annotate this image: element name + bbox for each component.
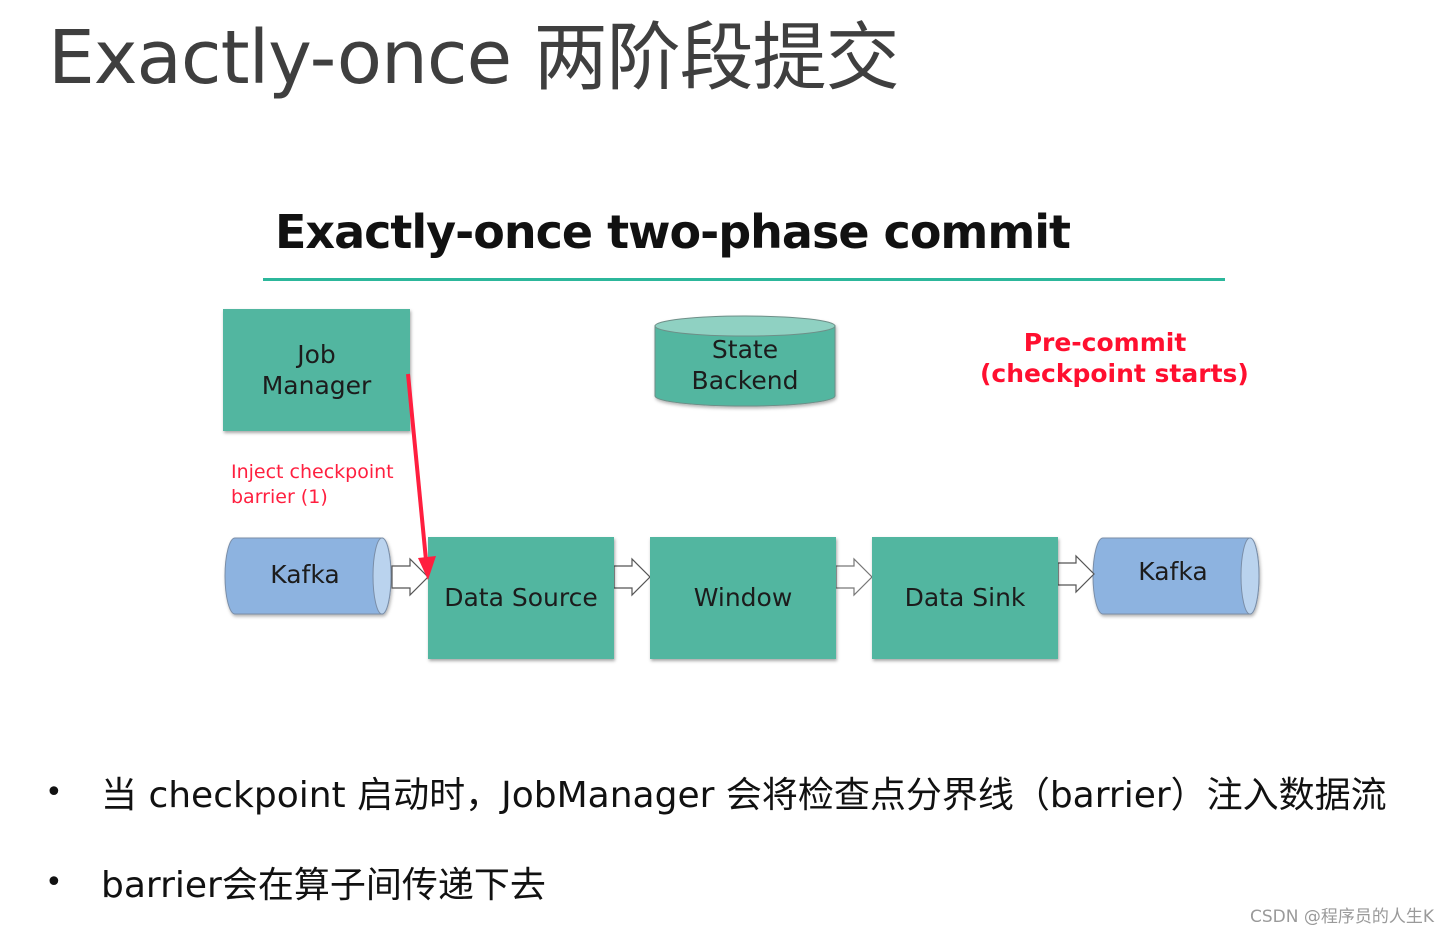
- bullet-item: • 当 checkpoint 启动时，JobManager 会将检查点分界线（b…: [45, 766, 1387, 818]
- bullet-marker: •: [45, 864, 63, 900]
- data-source-box: Data Source: [428, 537, 614, 659]
- state-backend-label: State Backend: [655, 334, 835, 397]
- inject-annotation-line2: barrier (1): [231, 485, 328, 508]
- bullet-item: • barrier会在算子间传递下去: [45, 856, 546, 908]
- precommit-annotation: Pre-commit (checkpoint starts): [980, 327, 1249, 390]
- watermark: CSDN @程序员的人生K: [1249, 907, 1434, 927]
- kafka-source-label: Kafka: [270, 560, 340, 589]
- inject-annotation-line1: Inject checkpoint: [231, 461, 394, 483]
- flow-arrow-kafka-to-source: [391, 557, 429, 597]
- slide-title: Exactly-once 两阶段提交: [48, 15, 900, 101]
- job-manager-label-line1: Job: [297, 339, 336, 369]
- data-sink-box: Data Sink: [872, 537, 1058, 659]
- diagram-title: Exactly-once two-phase commit: [275, 205, 1071, 259]
- inject-barrier-annotation: Inject checkpoint barrier (1): [231, 460, 394, 509]
- data-source-label: Data Source: [444, 583, 598, 613]
- state-backend-line2: Backend: [691, 366, 799, 396]
- state-backend-line1: State: [711, 335, 779, 364]
- data-sink-label: Data Sink: [904, 583, 1026, 613]
- bullet-marker: •: [45, 774, 63, 810]
- flow-arrow-source-to-window: [613, 557, 651, 597]
- bullet-text: barrier会在算子间传递下去: [101, 865, 546, 906]
- flow-arrow-window-to-sink: [835, 557, 873, 597]
- precommit-line2: (checkpoint starts): [980, 359, 1249, 389]
- kafka-sink-cylinder: [1092, 537, 1260, 615]
- bullet-text: 当 checkpoint 启动时，JobManager 会将检查点分界线（bar…: [101, 775, 1387, 816]
- kafka-source-cylinder: [224, 537, 392, 615]
- kafka-sink-label: Kafka: [1138, 557, 1208, 586]
- title-underline: [263, 278, 1225, 281]
- flow-arrow-sink-to-kafka: [1057, 554, 1095, 594]
- window-label: Window: [693, 583, 793, 613]
- precommit-line1: Pre-commit: [1023, 328, 1187, 357]
- window-box: Window: [650, 537, 836, 659]
- job-manager-label-line2: Manager: [261, 371, 372, 400]
- job-manager-box: Job Manager: [223, 309, 410, 431]
- state-backend-cylinder: [654, 315, 836, 407]
